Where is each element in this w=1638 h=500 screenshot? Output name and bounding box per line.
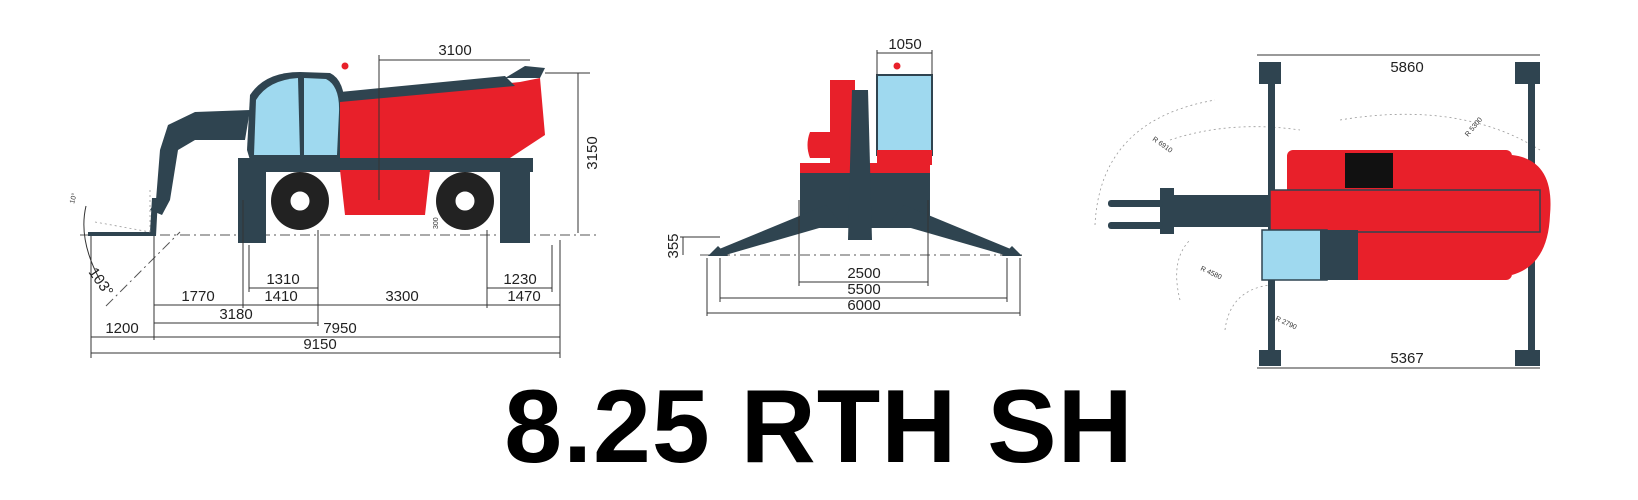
swing-radius-arcs <box>1094 99 1541 331</box>
dim-1310: 1310 <box>266 271 299 288</box>
boom-front <box>848 90 872 240</box>
dim-3150: 3150 <box>584 136 601 169</box>
chassis-body <box>340 170 430 215</box>
engine-grille <box>1345 153 1393 188</box>
radius-label: R 5300 <box>1464 116 1484 138</box>
angle-ray <box>105 231 181 307</box>
dim-2500: 2500 <box>847 265 880 282</box>
fork-tilt-ghost <box>94 190 151 233</box>
top-view: 5860 5367 R 6910 R 5300 R 4580 R 2790 <box>1094 54 1551 369</box>
dim-1200: 1200 <box>105 320 138 337</box>
model-title: 8.25 RTH SH <box>504 369 1134 485</box>
tilt-angle-label: 10° <box>68 192 79 204</box>
turret-body <box>340 78 545 160</box>
boom-top <box>340 76 515 102</box>
dim-3180: 3180 <box>219 306 252 323</box>
angle-arc <box>83 205 101 281</box>
dim-1470: 1470 <box>507 288 540 305</box>
cab-rear <box>1320 230 1358 280</box>
dim-1230: 1230 <box>503 271 536 288</box>
dim-5860: 5860 <box>1390 59 1423 76</box>
dim-3100: 3100 <box>438 42 471 59</box>
left-pad <box>708 246 728 256</box>
cab-window-front <box>254 78 300 155</box>
chassis-frame <box>238 158 533 172</box>
fork <box>88 198 158 236</box>
radius-label: R 6910 <box>1151 136 1174 155</box>
cab <box>1261 229 1328 281</box>
front-view: 1050 355 2500 5500 6000 <box>665 36 1022 316</box>
boom-top <box>1269 189 1541 233</box>
cab-base <box>877 150 932 165</box>
cab-window-rear <box>304 78 340 155</box>
dim-7950: 7950 <box>323 320 356 337</box>
dim-3300: 3300 <box>385 288 418 305</box>
dim-6000: 6000 <box>847 297 880 314</box>
boom-head <box>1170 195 1270 227</box>
dim-355: 355 <box>665 233 682 258</box>
fork-left <box>1108 200 1163 207</box>
left-outrigger-leg <box>712 205 840 256</box>
beacon-icon <box>341 62 349 70</box>
side-dimensions: 3100 3150 1310 1230 1770 1410 3300 1470 … <box>90 42 601 358</box>
side-view: 10° 103° 300 3100 3150 1310 1230 1770 14… <box>68 42 601 358</box>
right-pad <box>1002 246 1022 256</box>
dim-5500: 5500 <box>847 281 880 298</box>
outrigger-pad-br <box>1515 350 1540 366</box>
beacon-icon <box>893 62 901 70</box>
dim-9150: 9150 <box>303 336 336 353</box>
front-wheel-hub <box>287 188 313 214</box>
dim-1050: 1050 <box>888 36 921 53</box>
front-dimensions: 1050 355 2500 5500 6000 <box>665 36 1021 316</box>
cab-glass <box>876 74 933 156</box>
dump-angle-label: 103° <box>85 265 117 300</box>
right-outrigger-leg <box>890 205 1018 256</box>
dim-1410: 1410 <box>264 288 297 305</box>
fork-right <box>1108 222 1163 229</box>
outrigger-pad-bl <box>1259 350 1281 366</box>
rear-outrigger <box>500 165 530 243</box>
counterweight <box>807 132 830 158</box>
rear-wheel-hub <box>452 188 478 214</box>
boom-pivot <box>505 66 545 78</box>
dim-1770: 1770 <box>181 288 214 305</box>
fork-carriage <box>1160 188 1174 234</box>
dim-5367: 5367 <box>1390 350 1423 367</box>
boom-head <box>150 110 250 215</box>
outrigger-pad-tl <box>1259 62 1281 84</box>
radius-label: R 4580 <box>1199 265 1223 281</box>
ground-clearance-label: 300 <box>433 217 440 229</box>
radius-label: R 2790 <box>1274 315 1298 331</box>
outrigger-pad-tr <box>1515 62 1540 84</box>
front-outrigger <box>238 165 266 243</box>
